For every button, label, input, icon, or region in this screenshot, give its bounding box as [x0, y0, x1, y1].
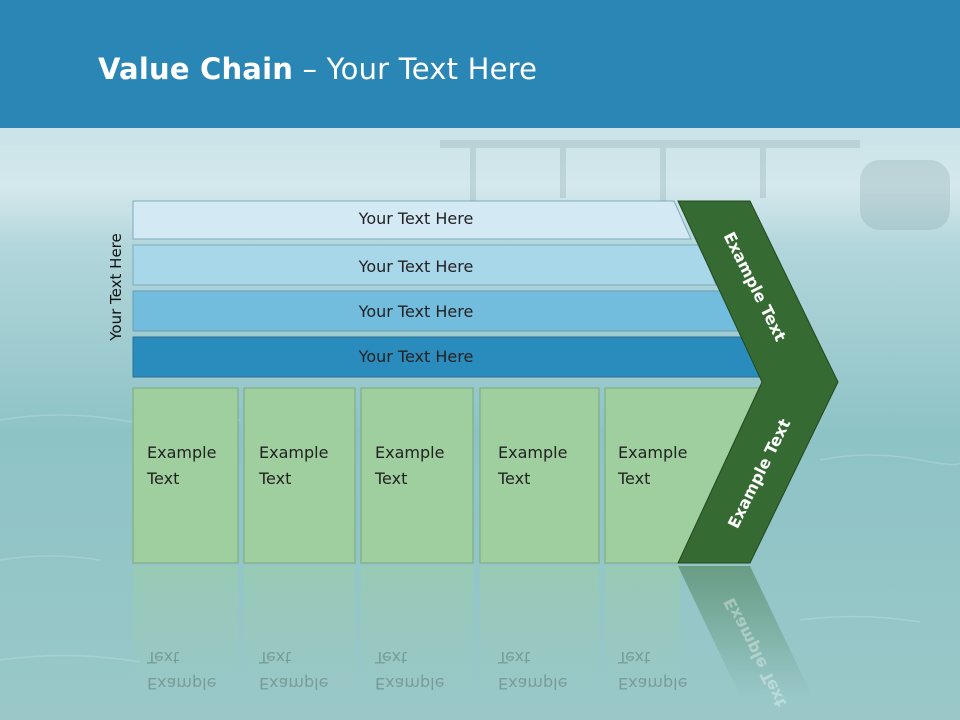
primary-boxes [132, 387, 763, 564]
svg-text:Example: Example [147, 674, 216, 693]
svg-text:Example: Example [498, 674, 567, 693]
primary-box-text: Example [375, 443, 444, 462]
svg-text:Text: Text [497, 648, 530, 667]
support-row-label: Your Text Here [358, 257, 474, 276]
support-row-label: Your Text Here [358, 302, 474, 321]
title-rest: – Your Text Here [293, 52, 538, 86]
primary-box-text: Text [374, 469, 407, 488]
primary-box-text: Text [497, 469, 530, 488]
primary-box [360, 387, 474, 564]
title-bold: Value Chain [98, 52, 294, 86]
support-row-bar [132, 200, 692, 240]
primary-box-text: Example [498, 443, 567, 462]
svg-text:Text: Text [374, 648, 407, 667]
svg-text:Text: Text [617, 648, 650, 667]
svg-text:Example: Example [618, 674, 687, 693]
support-row-label: Your Text Here [358, 209, 474, 228]
header-band [0, 0, 960, 128]
primary-box [243, 387, 356, 564]
primary-box-text: Example [147, 443, 216, 462]
svg-text:Text: Text [146, 648, 179, 667]
primary-box [132, 387, 239, 564]
support-rows [132, 200, 764, 378]
svg-text:Example: Example [375, 674, 444, 693]
primary-box-text: Text [258, 469, 291, 488]
primary-box-text: Text [146, 469, 179, 488]
svg-text:Text: Text [258, 648, 291, 667]
support-row-label: Your Text Here [358, 347, 474, 366]
support-row-bar [132, 244, 717, 286]
primary-box [479, 387, 600, 564]
primary-box-text: Text [617, 469, 650, 488]
svg-text:Example: Example [259, 674, 328, 693]
side-label: Your Text Here [107, 233, 125, 341]
reflection: Text Example Text Example Text Example T… [133, 566, 812, 711]
primary-box-text: Example [618, 443, 687, 462]
pier-reflection [440, 140, 950, 230]
margin-arrow [677, 200, 839, 564]
slide-title: Value Chain – Your Text Here [98, 52, 537, 86]
primary-box-text: Example [259, 443, 328, 462]
